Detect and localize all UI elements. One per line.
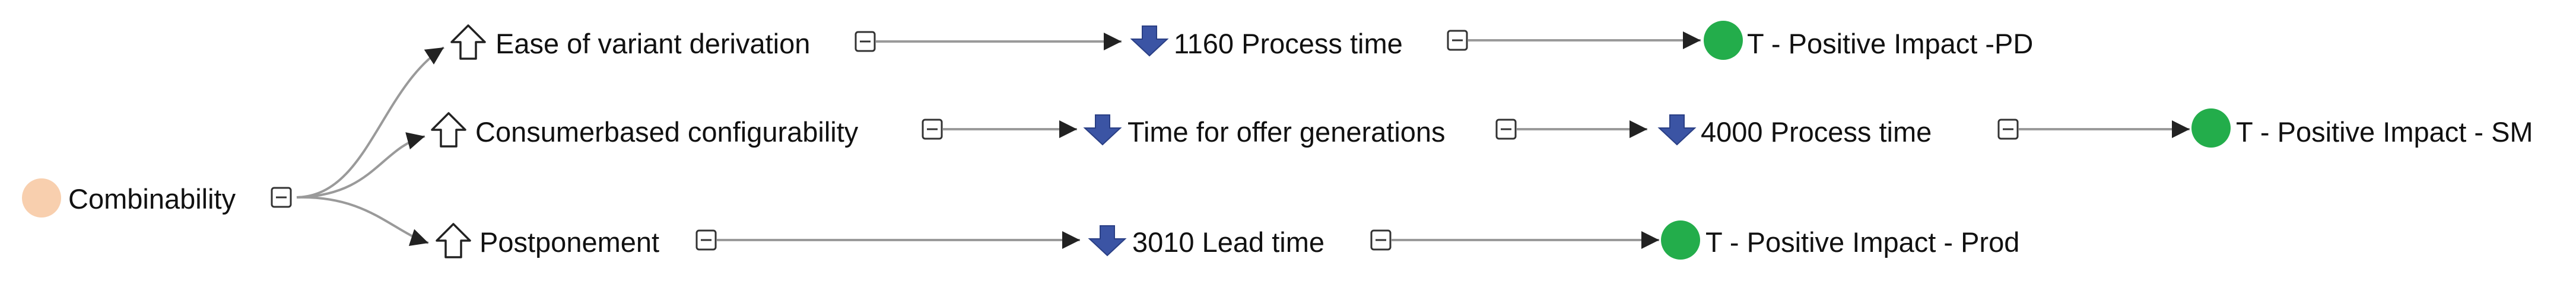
branch-label-ease-of-variant-derivation[interactable]: Ease of variant derivation (495, 28, 811, 59)
up-arrow-icon-ease (450, 24, 486, 60)
down-arrow-icon-3010 (1088, 225, 1127, 257)
root-collapse-minus-icon[interactable] (271, 187, 292, 208)
edge-root-to-ease (296, 46, 445, 199)
edge-root-to-consumer (296, 132, 425, 199)
down-arrow-icon-1160 (1130, 25, 1169, 57)
collapse-minus-icon-postponement[interactable] (695, 229, 717, 251)
chain-label-4000-process-time[interactable]: 4000 Process time (1701, 116, 1932, 148)
chain-label-positive-impact-sm[interactable]: T - Positive Impact - SM (2236, 116, 2533, 148)
root-node-circle (22, 178, 61, 218)
collapse-minus-icon-4000[interactable] (1997, 119, 2019, 140)
chain-label-time-for-offer-generations[interactable]: Time for offer generations (1127, 116, 1446, 148)
positive-circle-icon-prod (1661, 220, 1700, 260)
positive-circle-icon-sm (2191, 108, 2231, 148)
chain-label-3010-lead-time[interactable]: 3010 Lead time (1132, 226, 1325, 258)
collapse-minus-icon-consumer[interactable] (922, 119, 943, 140)
down-arrow-icon-4000 (1657, 114, 1697, 146)
chain-label-positive-impact-pd[interactable]: T - Positive Impact -PD (1747, 28, 2034, 59)
chain-label-positive-impact-prod[interactable]: T - Positive Impact - Prod (1705, 226, 2020, 258)
branch-label-postponement[interactable]: Postponement (479, 226, 660, 258)
up-arrow-icon-consumer (431, 112, 466, 148)
up-arrow-icon-postponement (436, 223, 471, 258)
positive-circle-icon-pd (1704, 21, 1743, 60)
collapse-minus-icon-offer[interactable] (1495, 119, 1517, 140)
edge-root-to-postponement (296, 196, 429, 247)
branch-label-consumerbased-configurability[interactable]: Consumerbased configurability (475, 116, 859, 148)
down-arrow-icon-offer (1083, 114, 1122, 146)
chain-label-1160-process-time[interactable]: 1160 Process time (1174, 28, 1403, 59)
collapse-minus-icon-3010[interactable] (1370, 229, 1392, 251)
root-node-label[interactable]: Combinability (68, 183, 236, 215)
collapse-minus-icon-ease[interactable] (855, 31, 876, 52)
collapse-minus-icon-1160[interactable] (1447, 30, 1468, 51)
